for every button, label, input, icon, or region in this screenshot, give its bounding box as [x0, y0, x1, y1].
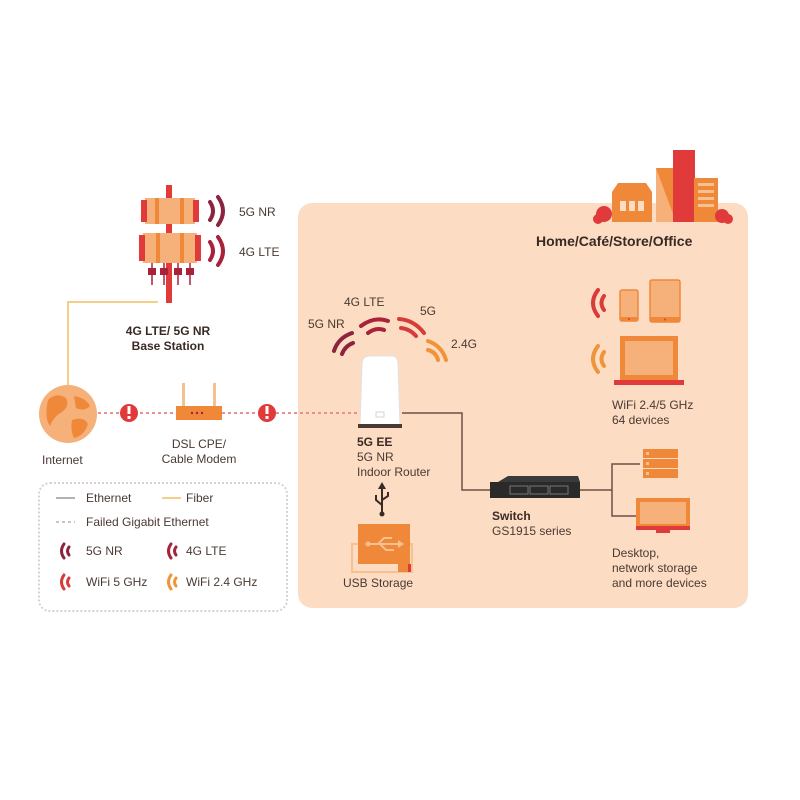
router-type: 5G NR: [357, 450, 394, 464]
legend-4g-lte-icon: [167, 542, 178, 560]
switch-model: GS1915 series: [492, 524, 572, 538]
desktop-monitor-icon: [636, 498, 690, 533]
modem-label-2: Cable Modem: [161, 452, 237, 466]
fiber-link: [67, 301, 158, 390]
legend-wifi-24g: WiFi 2.4 GHz: [186, 575, 258, 589]
legend-fiber: Fiber: [186, 491, 214, 505]
wifi-devices-label-1: WiFi 2.4/5 GHz: [612, 398, 694, 412]
legend-5g-nr: 5G NR: [86, 544, 123, 558]
internet-label: Internet: [42, 453, 83, 467]
switch-name: Switch: [492, 509, 531, 523]
signal-4g-lte-icon: [208, 235, 225, 267]
alert-icon: [258, 404, 276, 422]
wifi-devices-label-2: 64 devices: [612, 413, 670, 427]
wired-devices-label-3: and more devices: [612, 576, 707, 590]
wired-devices-label-1: Desktop,: [612, 546, 660, 560]
tablet-icon: [649, 279, 681, 323]
signal-wifi-24g-icon: [426, 339, 448, 362]
base-5g-nr-label: 5G NR: [239, 205, 276, 219]
signal-4g-lte-icon: [359, 317, 390, 335]
base-4g-lte-label: 4G LTE: [239, 245, 280, 259]
legend-wifi-24g-icon: [167, 573, 178, 591]
router-signal-5g: 5G: [420, 304, 437, 318]
legend-ethernet: Ethernet: [86, 491, 132, 505]
router-signal-5g-nr: 5G NR: [308, 317, 345, 331]
usb-storage-icon: [351, 524, 413, 573]
signal-wifi-5g-icon: [397, 317, 426, 338]
ethernet-switch-devices: [578, 463, 640, 517]
wired-devices-label-2: network storage: [612, 561, 698, 575]
signal-wifi-5g-icon: [591, 288, 606, 318]
router-signal-4g-lte: 4G LTE: [344, 295, 385, 309]
signal-5g-nr-icon: [208, 195, 225, 227]
base-station-title-2: Base Station: [131, 339, 205, 353]
phone-icon: [619, 289, 639, 322]
router-icon: [358, 355, 402, 428]
ethernet-router-switch: [402, 412, 492, 491]
alert-icon: [120, 404, 138, 422]
usb-storage-label: USB Storage: [343, 576, 414, 590]
legend: [38, 482, 288, 612]
panel-title: Home/Café/Store/Office: [536, 233, 693, 249]
laptop-icon: [614, 336, 684, 385]
usb-icon: [375, 482, 389, 517]
legend-5g-nr-icon: [60, 542, 71, 560]
legend-wifi-5g-icon: [60, 573, 71, 591]
base-station-title-1: 4G LTE/ 5G NR: [125, 324, 211, 338]
router-name: 5G EE: [357, 435, 393, 449]
router-signal-24g: 2.4G: [451, 337, 478, 351]
legend-failed: Failed Gigabit Ethernet: [86, 515, 209, 529]
server-icon: [643, 449, 678, 478]
modem-icon: [176, 383, 222, 420]
router-description: Indoor Router: [357, 465, 431, 479]
signal-wifi-24g-icon: [591, 344, 606, 374]
signal-5g-nr-icon: [332, 331, 355, 356]
legend-4g-lte: 4G LTE: [186, 544, 227, 558]
modem-label-1: DSL CPE/: [171, 437, 227, 451]
legend-wifi-5g: WiFi 5 GHz: [86, 575, 148, 589]
